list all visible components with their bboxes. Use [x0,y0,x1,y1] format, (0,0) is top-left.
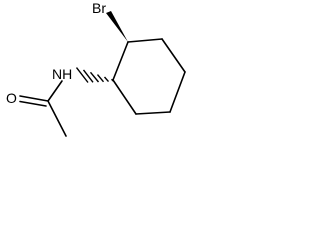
ring-bond-c2-c3 [127,38,163,43]
double-bond-c-o-1 [19,95,49,102]
atom-label-nh: NH [52,66,72,82]
ring-bond-c5-c6 [135,111,171,115]
atom-label-o: O [6,90,17,106]
atom-label-br: Br [92,0,106,16]
wedge-bond-br [106,11,128,42]
bond-n-carbonyl [47,80,63,102]
hashed-wedge-bond-n [75,67,114,83]
ring-bond-c6-c1 [112,79,137,115]
ring-bond-c1-c2 [112,41,129,81]
double-bond-c-o-2 [19,100,47,107]
ring-bond-c3-c4 [161,38,186,73]
ring-bond-c4-c5 [169,71,186,113]
molecule-structure: Br NH O [6,0,186,137]
bond-carbonyl-methyl [47,100,67,137]
